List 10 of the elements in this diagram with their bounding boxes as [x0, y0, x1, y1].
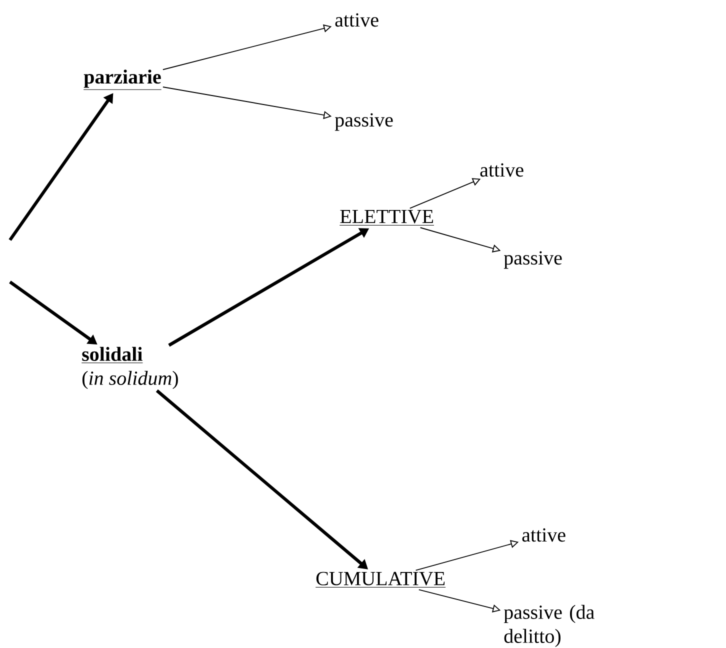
- term-label: attive: [480, 163, 524, 177]
- term-label: solidali (in solidum): [81, 346, 178, 390]
- term-label: passive (da delitto): [504, 604, 594, 648]
- term-label: passive: [504, 251, 562, 269]
- term-label: ELETTIVE: [339, 210, 434, 226]
- term-label: attive: [335, 13, 378, 27]
- term-label: parziarie: [83, 70, 162, 90]
- term-label: attive: [522, 528, 566, 542]
- term-label: CUMULATIVE: [315, 572, 446, 588]
- term-label: passive: [334, 113, 393, 131]
